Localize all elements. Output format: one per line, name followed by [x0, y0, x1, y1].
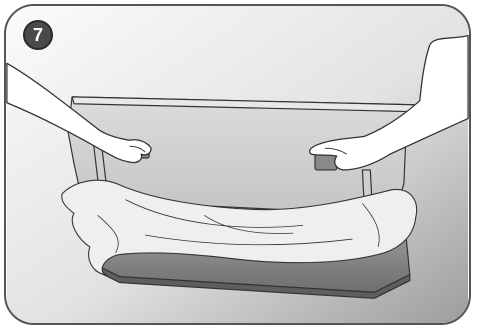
- tv-unboxing-illustration: [6, 6, 469, 323]
- illustration-frame: 7: [4, 4, 471, 325]
- step-number-badge: 7: [23, 20, 53, 50]
